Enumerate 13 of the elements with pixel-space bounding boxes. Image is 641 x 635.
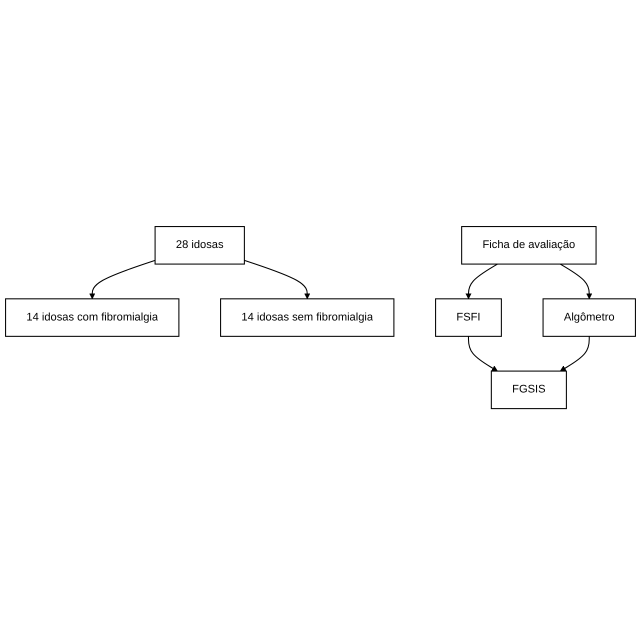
node-box: Ficha de avaliação bbox=[461, 226, 597, 264]
arrow bbox=[560, 336, 590, 372]
node-box: 14 idosas com fibromialgia bbox=[5, 298, 180, 337]
node-box: 14 idosas sem fibromialgia bbox=[220, 298, 394, 337]
arrow bbox=[465, 264, 498, 299]
node-box: FSFI bbox=[435, 298, 502, 337]
arrow bbox=[560, 264, 592, 299]
arrow bbox=[244, 260, 310, 299]
arrow bbox=[468, 336, 498, 372]
node-box: FGSIS bbox=[490, 370, 567, 410]
node-box: Algômetro bbox=[542, 298, 636, 337]
node-box: 28 idosas bbox=[154, 226, 245, 264]
arrow bbox=[89, 260, 156, 299]
